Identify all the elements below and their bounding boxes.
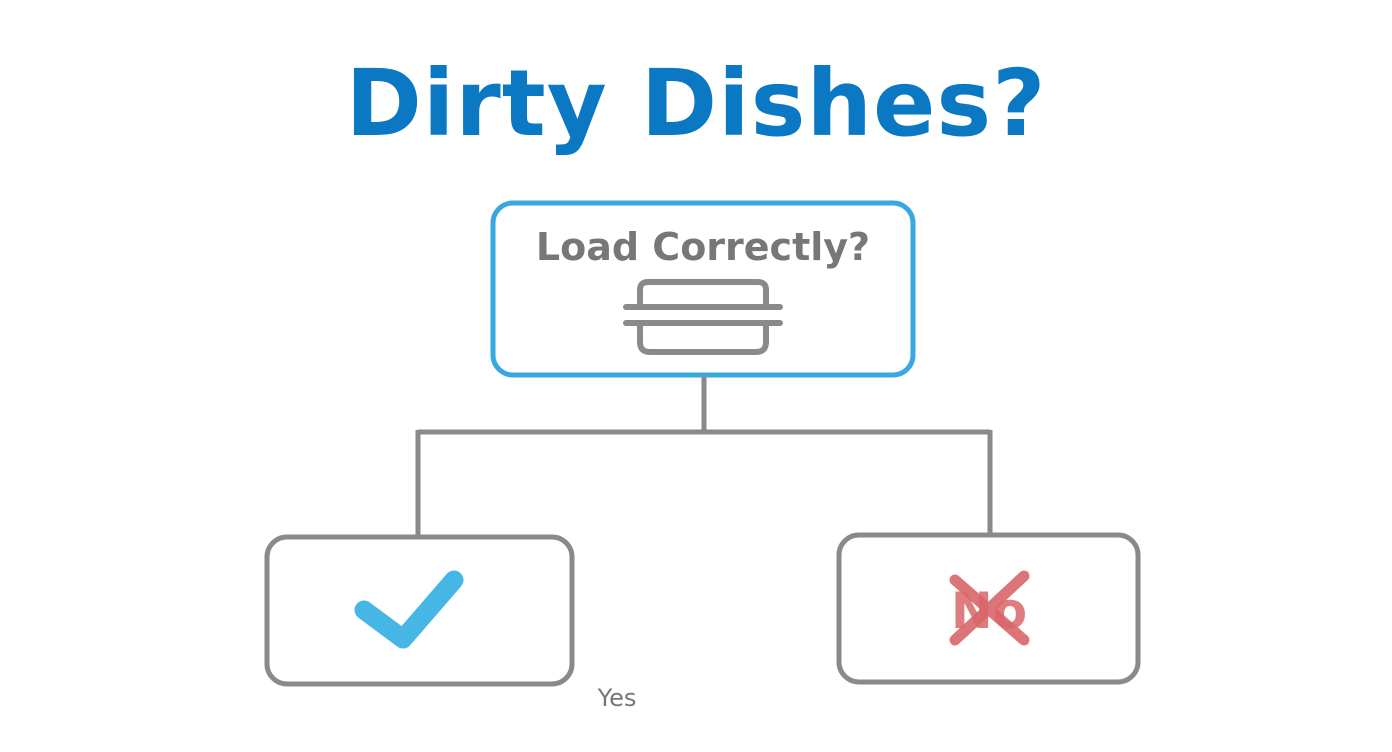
yes-node bbox=[264, 534, 575, 687]
checkmark-icon bbox=[354, 570, 464, 649]
question-node-box bbox=[490, 200, 916, 378]
cross-out-icon bbox=[949, 570, 1030, 646]
dish-tray-icon bbox=[623, 279, 783, 355]
diagram-title: Dirty Dishes? bbox=[345, 50, 1047, 157]
question-node: Load Correctly? bbox=[490, 200, 916, 378]
no-node: No bbox=[836, 532, 1141, 685]
yes-caption: Yes bbox=[597, 684, 637, 712]
question-node-label: Load Correctly? bbox=[536, 225, 870, 269]
connector-lines bbox=[415, 376, 993, 537]
